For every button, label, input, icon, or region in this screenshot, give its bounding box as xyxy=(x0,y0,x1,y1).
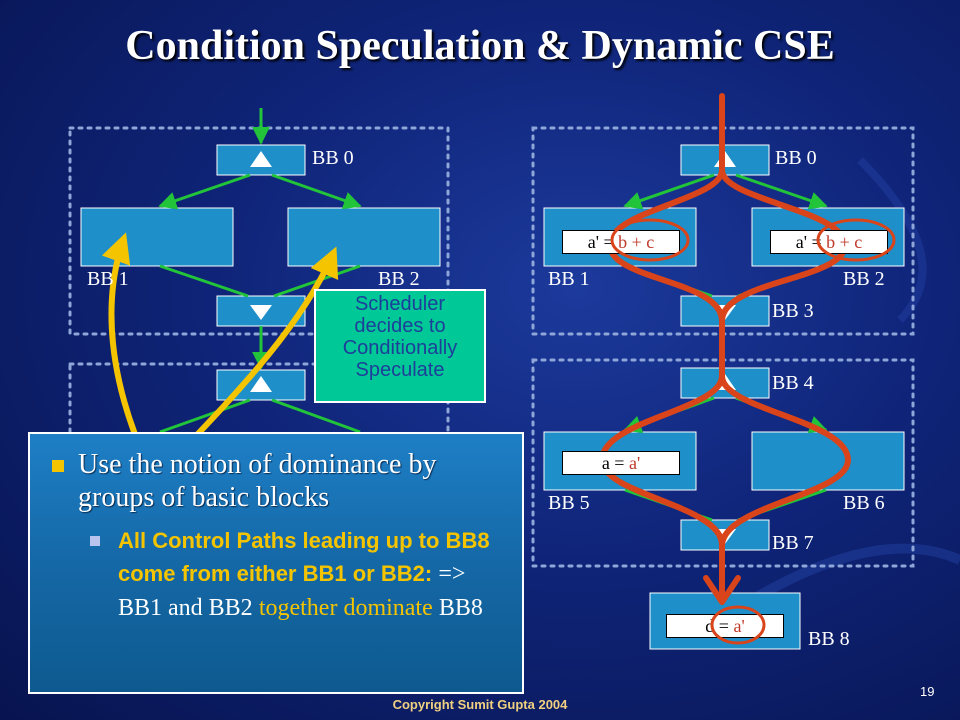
slide-title: Condition Speculation & Dynamic CSE xyxy=(125,23,835,69)
code-bb8-expr: a' xyxy=(733,616,745,636)
bullet-sub-part4: BB8 xyxy=(438,595,483,621)
note-line-2: decides to xyxy=(354,315,446,337)
right-diagram xyxy=(531,93,915,650)
code-bb2-expr: b + c xyxy=(826,232,863,252)
right-bb3-label: BB 3 xyxy=(772,300,814,322)
bullet-main: Use the notion of dominance by groups of… xyxy=(48,448,510,514)
code-bb5-expr: a' xyxy=(628,453,641,473)
code-bb5: a = a' xyxy=(562,451,680,475)
note-line-3: Conditionally xyxy=(342,337,458,359)
code-bb5-lhs: a = xyxy=(601,453,629,473)
footer-copyright: Copyright Sumit Gupta 2004 xyxy=(392,697,568,712)
right-bb4-label: BB 4 xyxy=(772,372,814,394)
left-bb0-fork-icon xyxy=(250,151,272,167)
right-bb8-label: BB 8 xyxy=(808,628,850,650)
left-bb3-block xyxy=(216,295,306,327)
left-edge-bb1-bb3 xyxy=(159,264,249,298)
code-bb2-lhs: a' = xyxy=(795,232,827,252)
left-bb4-fork-icon xyxy=(250,376,272,392)
code-bb8-lhs: d = xyxy=(705,616,734,636)
left-bb1-block xyxy=(80,207,234,267)
speculation-path-bb1 xyxy=(598,93,725,601)
right-bb5-label: BB 5 xyxy=(548,492,590,514)
code-bb8: d = a' xyxy=(666,614,784,638)
right-bb0-label: BB 0 xyxy=(775,147,817,169)
left-edge-bb0-bb1 xyxy=(158,173,251,210)
right-bb2-label: BB 2 xyxy=(843,268,885,290)
right-edge-bb0-bb2 xyxy=(735,173,828,210)
speculation-arrowhead xyxy=(703,575,741,605)
left-bb1-label: BB 1 xyxy=(87,268,129,290)
right-bb6-label: BB 6 xyxy=(843,492,885,514)
note-line-1: Scheduler xyxy=(354,293,446,315)
note-line-4: Speculate xyxy=(355,359,445,381)
left-bb0-label: BB 0 xyxy=(312,147,354,169)
right-edge-bb0-bb1 xyxy=(623,173,715,210)
bullet-sub-part3: together dominate xyxy=(258,595,433,621)
right-bb1-label: BB 1 xyxy=(548,268,590,290)
bullet-box: Use the notion of dominance by groups of… xyxy=(28,432,524,694)
bullet-sub: All Control Paths leading up to BB8 come… xyxy=(48,524,510,625)
scheduler-note: Scheduler decides to Conditionally Specu… xyxy=(314,289,486,403)
left-edge-bb0-bb2 xyxy=(271,173,362,210)
left-bb2-block xyxy=(287,207,441,267)
left-edge-bb4-bb5 xyxy=(159,398,251,434)
left-edge-bb4-bb6 xyxy=(271,398,361,434)
left-bb2-label: BB 2 xyxy=(378,268,420,290)
right-bb7-label: BB 7 xyxy=(772,532,814,554)
code-bb2: a' = b + c xyxy=(770,230,888,254)
bullet-sub-part2: => BB1 and BB2 xyxy=(118,561,466,621)
page-number: 19 xyxy=(920,684,935,699)
code-bb1-lhs: a' = xyxy=(587,232,619,252)
code-bb1-expr: b + c xyxy=(618,232,655,252)
code-bb1: a' = b + c xyxy=(562,230,680,254)
left-bb3-join-icon xyxy=(250,305,272,320)
bullet-sub-part1: All Control Paths leading up to BB8 come… xyxy=(118,528,490,586)
